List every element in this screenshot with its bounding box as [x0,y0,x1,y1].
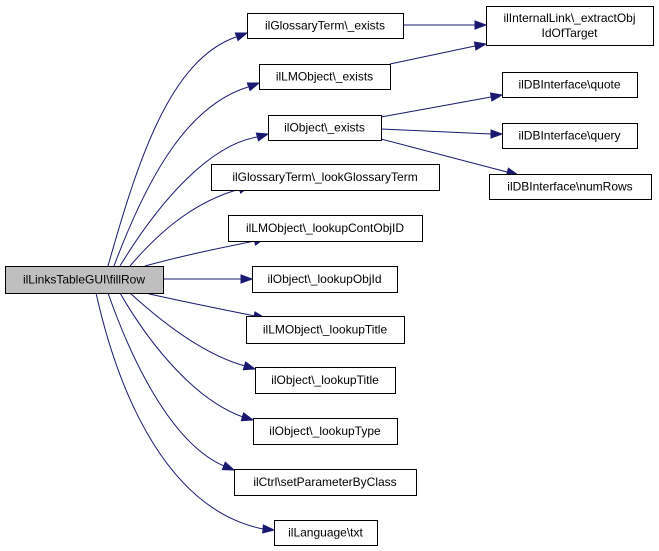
node-label: ilLMObject\_lookupContObjID [246,221,404,235]
node-lm_title[interactable]: ilLMObject\_lookupTitle [246,316,405,344]
node-label: ilLinksTableGUI\fillRow [23,273,145,287]
edge-fillRow-to-obj_title [129,292,257,371]
node-label: ilGlossaryTerm\_exists [265,19,385,33]
node-label: ilLMObject\_exists [276,70,373,84]
node-gt_look[interactable]: ilGlossaryTerm\_lookGlossaryTerm [211,164,440,191]
arrow-head-icon [240,412,255,422]
node-obj_type[interactable]: ilObject\_lookupType [253,418,398,445]
node-box[interactable] [255,367,396,394]
edge-fillRow-to-obj_exists [119,132,270,267]
edge-line [119,136,258,267]
node-label: ilObject\_lookupType [269,424,381,438]
node-label: ilInternalLink\_extractObj [503,11,635,25]
node-box[interactable] [228,215,423,242]
edge-line [107,292,225,467]
node-lm_exists[interactable]: ilLMObject\_exists [259,64,391,90]
edge-line [95,292,264,530]
nodes-layer: ilLinksTableGUI\fillRow ilGlossaryTerm\_e… [5,6,654,546]
arrow-head-icon [473,41,488,51]
node-label: ilDBInterface\quote [518,78,620,92]
edge-line [389,45,476,65]
arrow-head-icon [255,132,270,142]
node-label-line2: IdOfTarget [541,26,598,40]
arrow-head-icon [246,82,261,92]
edge-fillRow-to-obj_type [119,292,255,422]
arrow-head-icon [240,274,254,284]
node-box[interactable] [274,520,378,546]
edge-fillRow-to-lm_exists [113,82,261,267]
node-obj_exists[interactable]: ilObject\_exists [268,115,382,141]
node-box[interactable] [259,64,391,90]
node-box[interactable] [486,6,654,46]
edge-fillRow-to-obj_objid [163,274,254,284]
edge-fillRow-to-lang_txt [95,292,276,534]
edge-line [144,292,256,317]
node-label: ilLanguage\txt [288,526,363,540]
node-lm_contobj[interactable]: ilLMObject\_lookupContObjID [228,215,423,242]
arrow-head-icon [489,92,504,102]
arrow-head-icon [490,129,504,139]
node-label: ilObject\_lookupTitle [271,373,379,387]
arrow-head-icon [262,524,276,534]
edge-fillRow-to-gt_exists [107,32,249,267]
edge-fillRow-to-lm_title [144,292,267,321]
node-box[interactable] [253,418,398,445]
edge-line [119,292,244,418]
node-obj_title[interactable]: ilObject\_lookupTitle [255,367,396,394]
node-box[interactable] [5,266,164,294]
edge-line [380,138,508,173]
edge-line [113,86,249,267]
node-label: ilLMObject\_lookupTitle [263,323,388,337]
node-label: ilDBInterface\query [518,129,620,143]
arrow-head-icon [234,32,249,42]
node-label: ilGlossaryTerm\_lookGlossaryTerm [232,170,417,184]
edge-line [380,96,492,118]
node-label: ilCtrl\setParameterByClass [253,475,396,489]
edge-fillRow-to-ctrl_param [107,292,236,471]
node-box[interactable] [211,164,440,191]
edge-line [107,36,237,267]
node-box[interactable] [489,174,652,200]
node-label: ilObject\_exists [284,121,365,135]
arrow-head-icon [242,361,257,371]
node-db_numrows[interactable]: ilDBInterface\numRows [489,174,652,200]
node-box[interactable] [247,13,404,39]
edge-line [144,240,256,267]
node-db_quote[interactable]: ilDBInterface\quote [502,72,638,98]
edge-lm_exists-to-il_extract [389,41,488,65]
node-label: ilDBInterface\numRows [507,180,632,194]
node-lang_txt[interactable]: ilLanguage\txt [274,520,378,546]
arrow-head-icon [221,461,236,471]
edge-line [380,128,492,135]
edge-line [129,292,246,367]
node-box[interactable] [246,316,405,344]
node-db_query[interactable]: ilDBInterface\query [502,123,638,149]
node-box[interactable] [268,115,382,141]
node-box[interactable] [502,72,638,98]
arrow-head-icon [474,20,488,30]
node-box[interactable] [502,123,638,149]
node-gt_exists[interactable]: ilGlossaryTerm\_exists [247,13,404,39]
edge-obj_exists-to-db_quote [380,92,504,118]
edge-line [129,188,241,267]
node-fillRow[interactable]: ilLinksTableGUI\fillRow [5,266,164,294]
edge-gt_exists-to-il_extract [403,20,488,30]
node-obj_objid[interactable]: ilObject\_lookupObjId [252,266,398,293]
node-ctrl_param[interactable]: ilCtrl\setParameterByClass [234,469,417,496]
node-box[interactable] [252,266,398,293]
node-label: ilObject\_lookupObjId [267,272,381,286]
node-box[interactable] [234,469,417,496]
edge-obj_exists-to-db_query [380,128,504,139]
